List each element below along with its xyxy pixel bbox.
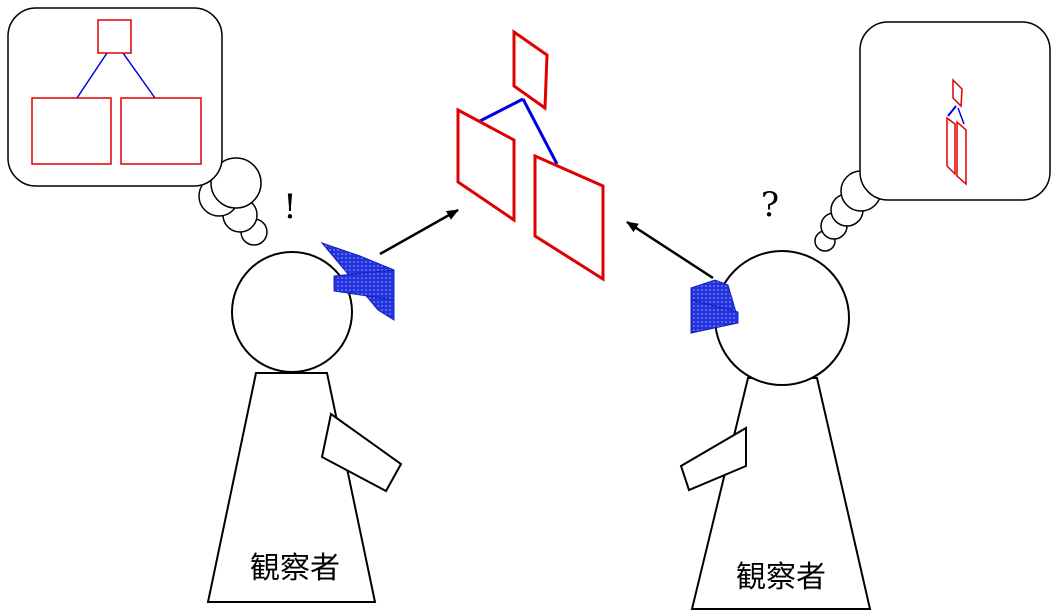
object-left-box: [456, 107, 516, 223]
right-observer-label: 観察者: [736, 560, 826, 595]
central-object: [456, 29, 605, 282]
object-top-box: [512, 29, 549, 111]
right-observer-goggles: [690, 279, 739, 334]
object-link-right: [521, 98, 559, 165]
tree-view-edge-on: [946, 78, 967, 186]
left-observer-label: 観察者: [250, 551, 340, 586]
left-observer-head: [231, 251, 353, 373]
left-observer: 観察者: [206, 241, 403, 603]
left-thought-bubble: [7, 7, 268, 246]
object-right-box: [533, 153, 605, 282]
right-observer-arm: [679, 426, 747, 492]
object-link-left: [479, 97, 524, 123]
right-thought-mark: ?: [761, 185, 779, 225]
right-thought-bubble: [814, 21, 1051, 252]
right-sight-arrow: [626, 220, 714, 280]
left-sight-arrow: [379, 208, 459, 256]
tree-view-clear: [31, 19, 202, 165]
right-observer: 観察者: [679, 250, 872, 610]
left-thought-mark: !: [283, 187, 297, 227]
left-observer-arm: [320, 412, 403, 493]
left-observer-goggles: [320, 241, 395, 321]
